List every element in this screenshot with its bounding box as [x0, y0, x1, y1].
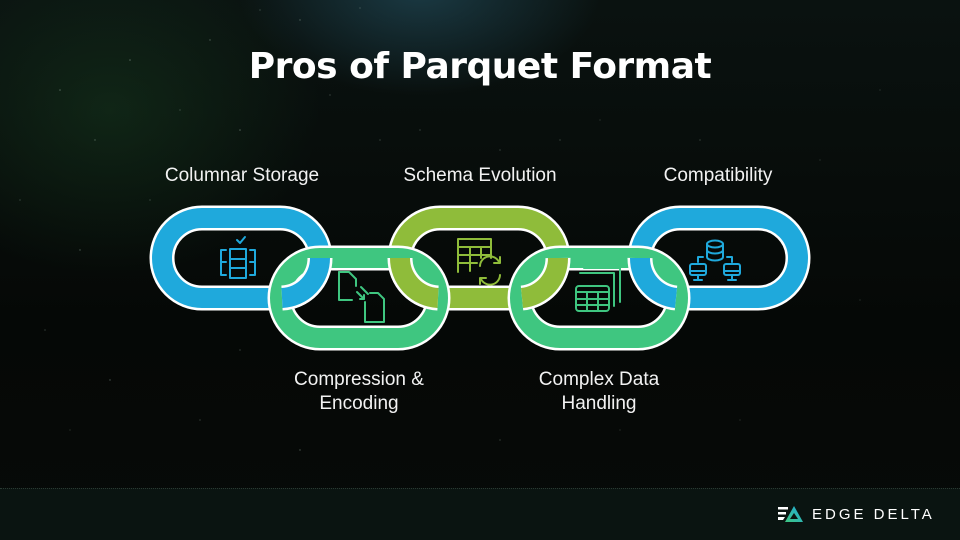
link-complex-data-handling [507, 245, 691, 351]
label-compression-encoding: Compression & Encoding [259, 368, 459, 416]
label-line-2: Encoding [319, 393, 399, 414]
label-schema-evolution: Schema Evolution [403, 165, 557, 186]
footer-band [0, 488, 960, 540]
database-network-icon [689, 239, 741, 281]
columnar-database-check-icon [220, 236, 256, 279]
brand-logo: EDGE DELTA [778, 505, 935, 523]
label-line-2: Handling [561, 393, 637, 414]
label-line-1: Compression & [294, 369, 424, 390]
label-columnar-storage: Columnar Storage [164, 165, 320, 186]
stacked-tables-icon [575, 267, 621, 312]
edge-delta-logo-icon [778, 506, 803, 522]
label-complex-data-handling: Complex Data Handling [499, 368, 699, 416]
table-sync-icon [457, 238, 501, 286]
file-transfer-compress-icon [338, 271, 385, 323]
label-line-1: Complex Data [538, 369, 660, 390]
label-compatibility: Compatibility [663, 165, 773, 186]
slide-title: Pros of Parquet Format [248, 46, 712, 87]
interlock-patches [280, 257, 678, 311]
brand-name: EDGE DELTA [812, 505, 935, 523]
